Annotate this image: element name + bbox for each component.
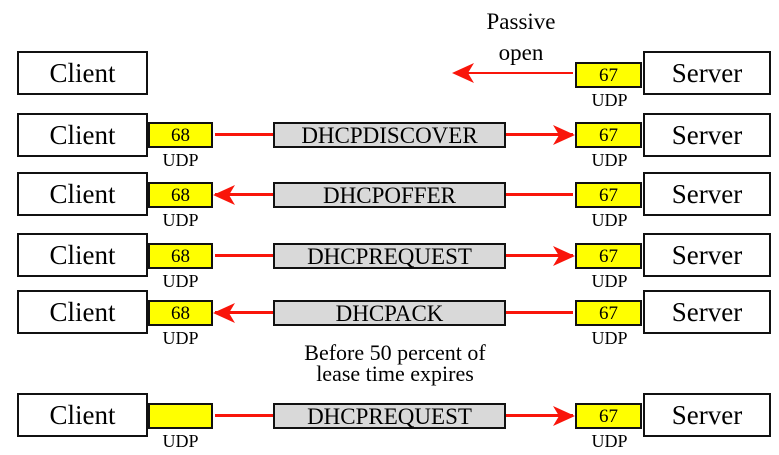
client-box: Client: [17, 233, 148, 277]
arrowhead-right-icon: [553, 125, 575, 145]
lease-time-note-line1: Before 50 percent of: [304, 340, 486, 365]
arrowhead-left-icon: [213, 185, 235, 205]
arrow-line: [468, 72, 573, 74]
arrowhead-left-icon: [452, 63, 474, 83]
server-udp-label: UDP: [591, 431, 628, 451]
client-udp-label: UDP: [162, 210, 199, 230]
server-udp-label: UDP: [591, 328, 628, 348]
client-box: Client: [17, 290, 148, 334]
server-box: Server: [643, 393, 771, 437]
passive-open-note: Passive open: [441, 6, 601, 68]
message-box-dhcprequest: DHCPREQUEST: [273, 243, 506, 269]
server-box: Server: [643, 233, 771, 277]
client-port-box: 68: [148, 122, 213, 148]
server-port-box: 67: [575, 300, 642, 326]
arrowhead-left-icon: [213, 303, 235, 323]
lease-time-note: Before 50 percent of lease time expires: [275, 340, 515, 386]
lease-time-note-line2: lease time expires: [316, 361, 474, 386]
arrowhead-right-icon: [553, 406, 575, 426]
server-udp-label: UDP: [591, 150, 628, 170]
server-udp-label: UDP: [591, 271, 628, 291]
message-box-dhcpdiscover: DHCPDISCOVER: [273, 122, 506, 148]
server-port-box: 67: [575, 62, 642, 88]
server-udp-label: UDP: [591, 90, 628, 110]
passive-open-note-line1: Passive: [486, 9, 556, 34]
message-box-dhcprequest-renew: DHCPREQUEST: [273, 403, 506, 429]
server-box: Server: [643, 51, 771, 95]
client-port-box: 68: [148, 182, 213, 208]
arrowhead-right-icon: [553, 246, 575, 266]
message-box-dhcpack: DHCPACK: [273, 300, 506, 326]
server-port-box: 67: [575, 122, 642, 148]
server-port-box: 67: [575, 243, 642, 269]
client-port-box-empty: [148, 403, 213, 429]
server-port-box: 67: [575, 403, 642, 429]
client-box: Client: [17, 113, 148, 157]
server-port-box: 67: [575, 182, 642, 208]
server-box: Server: [643, 290, 771, 334]
client-box: Client: [17, 393, 148, 437]
server-box: Server: [643, 113, 771, 157]
client-port-box: 68: [148, 243, 213, 269]
server-udp-label: UDP: [591, 210, 628, 230]
passive-open-note-line2: open: [498, 40, 544, 65]
client-box: Client: [17, 51, 148, 95]
client-udp-label: UDP: [162, 328, 199, 348]
client-udp-label: UDP: [162, 271, 199, 291]
client-udp-label: UDP: [162, 431, 199, 451]
client-box: Client: [17, 172, 148, 216]
client-port-box: 68: [148, 300, 213, 326]
server-box: Server: [643, 172, 771, 216]
message-box-dhcpoffer: DHCPOFFER: [273, 182, 506, 208]
client-udp-label: UDP: [162, 150, 199, 170]
